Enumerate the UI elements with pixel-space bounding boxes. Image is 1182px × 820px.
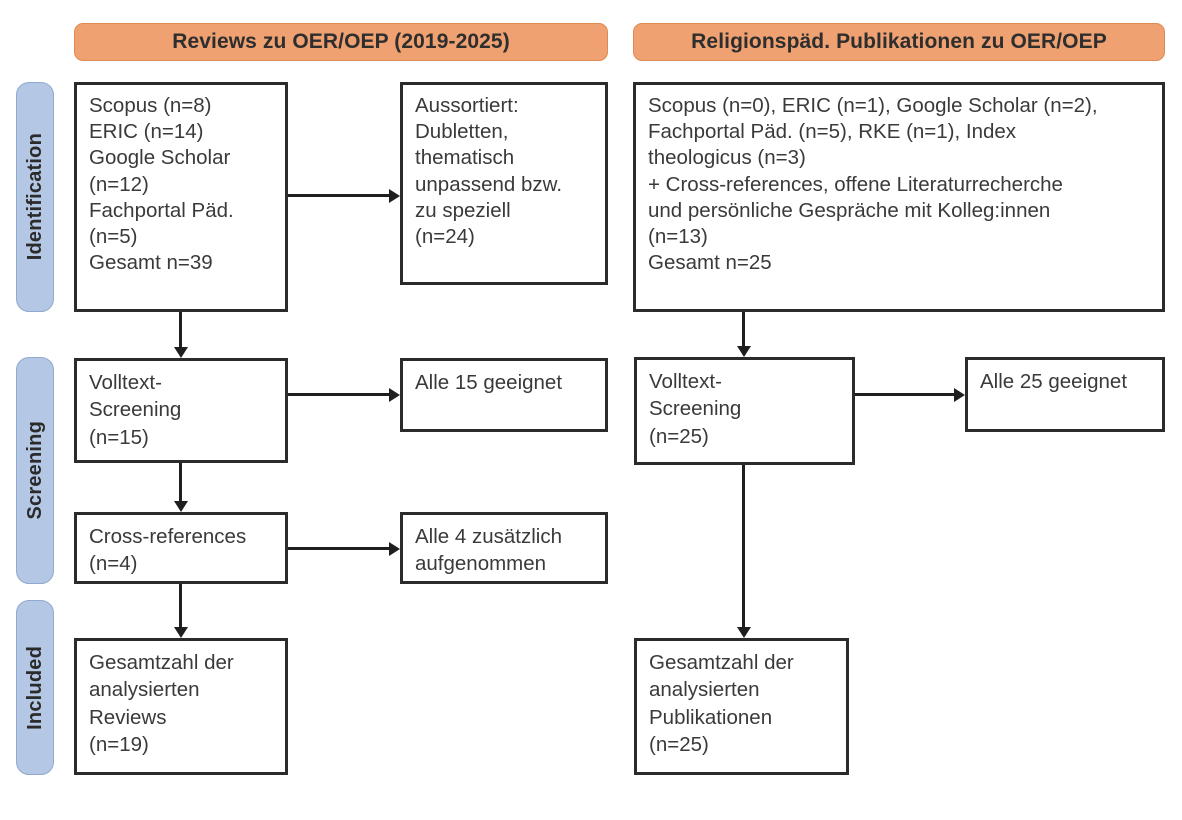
box-left-identification-sources: Scopus (n=8) ERIC (n=14) Google Scholar … xyxy=(74,82,288,312)
connector-left-fulltext-to-crossrefs xyxy=(179,463,182,501)
box-left-included: Gesamtzahl der analysierten Reviews (n=1… xyxy=(74,638,288,775)
stage-label-identification: Identification xyxy=(16,82,54,312)
connector-left-identification-to-fulltext xyxy=(179,312,182,347)
box-right-fulltext-result: Alle 25 geeignet xyxy=(965,357,1165,432)
box-right-identification-sources: Scopus (n=0), ERIC (n=1), Google Scholar… xyxy=(633,82,1165,312)
stage-label-screening-text: Screening xyxy=(23,421,46,520)
box-left-cross-references-result: Alle 4 zusätzlich aufgenommen xyxy=(400,512,608,584)
box-left-fulltext-screening: Volltext- Screening (n=15) xyxy=(74,358,288,463)
box-right-included: Gesamtzahl der analysierten Publikatione… xyxy=(634,638,849,775)
connector-left-crossrefs-to-result xyxy=(288,547,389,550)
box-left-cross-references: Cross-references (n=4) xyxy=(74,512,288,584)
connector-left-crossrefs-to-included xyxy=(179,584,182,627)
arrowhead-left-crossrefs-to-result xyxy=(389,542,400,556)
connector-right-fulltext-to-result xyxy=(855,393,954,396)
arrowhead-right-fulltext-to-result xyxy=(954,388,965,402)
arrowhead-left-identification-to-fulltext xyxy=(174,347,188,358)
stage-label-screening: Screening xyxy=(16,357,54,584)
stage-label-included: Included xyxy=(16,600,54,775)
box-right-fulltext-screening: Volltext- Screening (n=25) xyxy=(634,357,855,465)
arrowhead-right-fulltext-to-included xyxy=(737,627,751,638)
arrowhead-right-identification-to-fulltext xyxy=(737,346,751,357)
arrowhead-left-fulltext-to-result xyxy=(389,388,400,402)
arrowhead-left-identification-to-excluded xyxy=(389,189,400,203)
arrowhead-left-fulltext-to-crossrefs xyxy=(174,501,188,512)
box-left-fulltext-result: Alle 15 geeignet xyxy=(400,358,608,432)
connector-left-identification-to-excluded xyxy=(288,194,389,197)
column-header-religionspaed: Religionspäd. Publikationen zu OER/OEP xyxy=(633,23,1165,61)
stage-label-identification-text: Identification xyxy=(23,133,46,261)
connector-left-fulltext-to-result xyxy=(288,393,389,396)
column-header-reviews: Reviews zu OER/OEP (2019-2025) xyxy=(74,23,608,61)
arrowhead-left-crossrefs-to-included xyxy=(174,627,188,638)
connector-right-fulltext-to-included xyxy=(742,465,745,627)
stage-label-included-text: Included xyxy=(23,645,46,730)
box-left-excluded: Aussortiert: Dubletten, thematisch unpas… xyxy=(400,82,608,285)
connector-right-identification-to-fulltext xyxy=(742,312,745,346)
